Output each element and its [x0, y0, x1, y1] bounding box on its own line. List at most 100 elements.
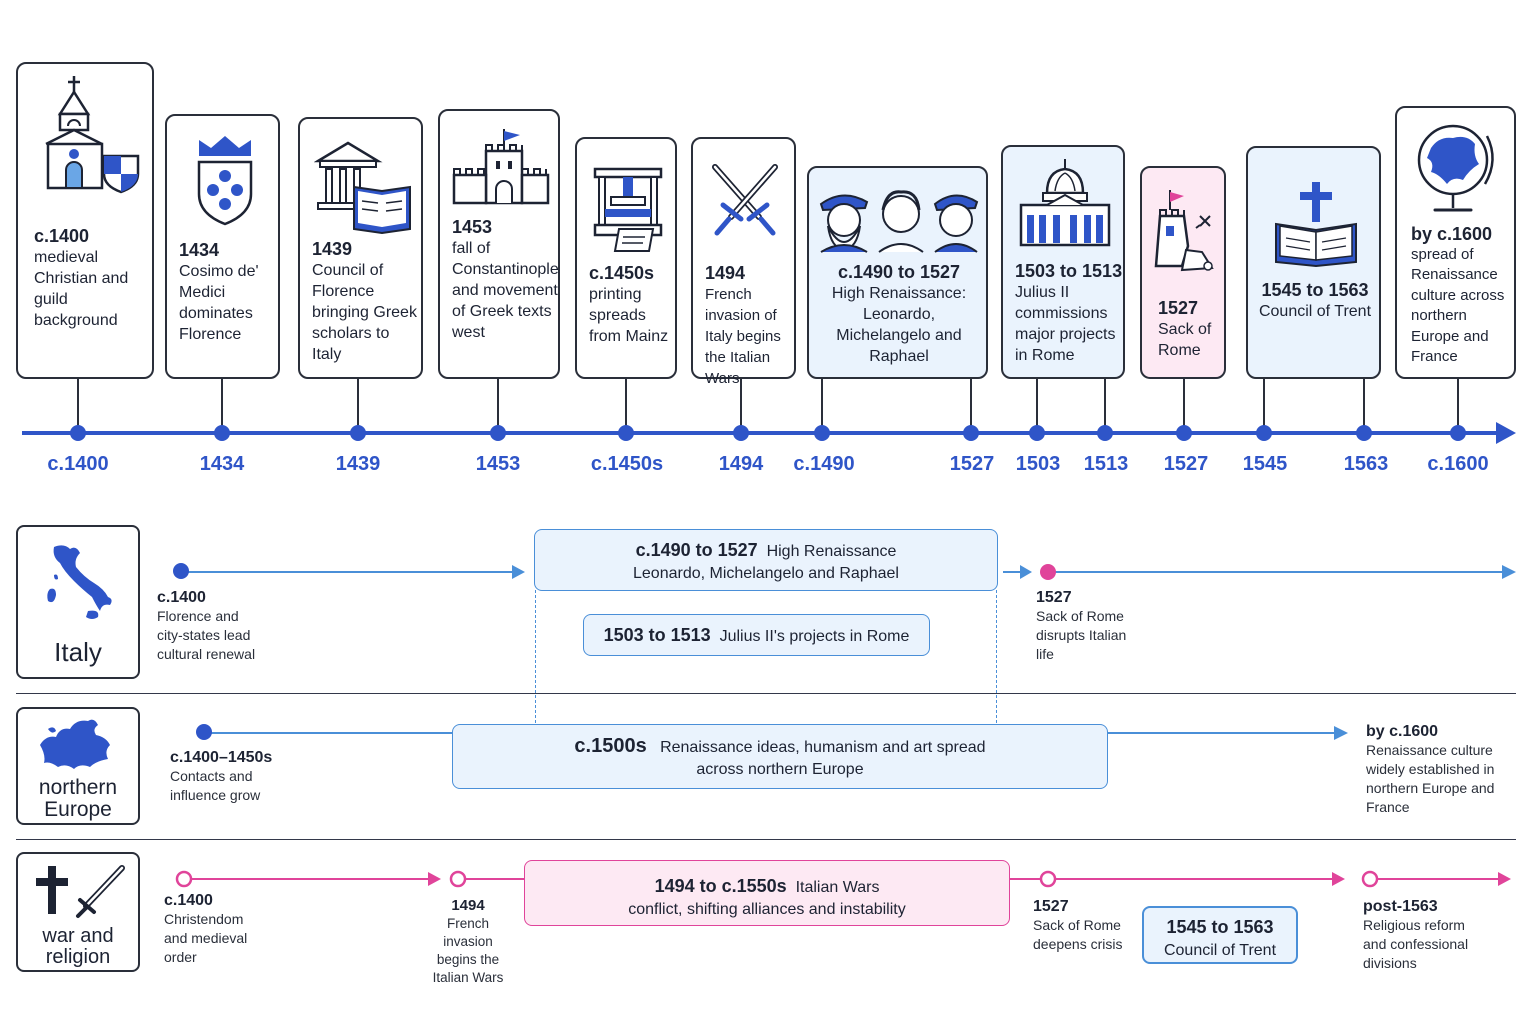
axis-dot — [1176, 425, 1192, 441]
connector — [821, 379, 823, 427]
event-card-c1600: by c.1600 spread of Renaissance culture … — [1395, 106, 1516, 379]
main-timeline-axis — [22, 422, 1516, 444]
st-peters-icon — [1019, 159, 1111, 247]
axis-label: 1434 — [199, 453, 245, 475]
event-card-1439: 1439 Council of Florence bringing Greek … — [298, 117, 423, 379]
event-text: by c.1600 spread of Renaissance culture … — [1411, 224, 1517, 368]
axis-dot — [963, 425, 979, 441]
axis-label: 1545 — [1242, 453, 1288, 475]
axis-dot — [1029, 425, 1045, 441]
event-text: 1434 Cosimo de' Medici dominates Florenc… — [179, 240, 277, 345]
event-card-1434: 1434 Cosimo de' Medici dominates Florenc… — [165, 114, 280, 379]
axis-label: 1563 — [1343, 453, 1389, 475]
war-1494-note: 1494 French invasion begins the Italian … — [432, 897, 504, 985]
axis-label: 1513 — [1083, 453, 1129, 475]
connector — [625, 379, 627, 427]
connector — [497, 379, 499, 427]
connector — [1457, 379, 1459, 427]
event-date: 1545 to 1563 — [1261, 280, 1369, 300]
event-date: 1453 — [452, 217, 493, 237]
axis-label: c.1600 — [1427, 453, 1489, 475]
axis-dot — [1256, 425, 1272, 441]
northern-spread-band: c.1500s Renaissance ideas, humanism and … — [452, 724, 1108, 789]
event-date: c.1490 to 1527 — [837, 262, 961, 282]
connector — [77, 379, 79, 427]
war-start-note: c.1400 Christendom and medieval order — [164, 892, 248, 965]
north-start-note: c.1400–1450s Contacts and influence grow — [170, 749, 273, 803]
event-text: 1545 to 1563 Council of Trent — [1254, 280, 1376, 322]
event-date: 1439 — [312, 239, 353, 259]
connector — [1263, 379, 1265, 427]
event-card-c1400: c.1400 medieval Christian and guild back… — [16, 62, 154, 379]
axis-label: 1503 — [1015, 453, 1061, 475]
lane-title: northern Europe — [38, 776, 118, 821]
war-end-note: post-1563 Religious reform and confessio… — [1363, 898, 1469, 971]
church-icon — [45, 76, 140, 194]
castle-icon — [452, 129, 550, 205]
europe-map-icon — [40, 719, 110, 769]
axis-dot — [618, 425, 634, 441]
event-card-sack-of-rome: 1527 Sack of Rome — [1140, 166, 1226, 379]
axis-dot — [70, 425, 86, 441]
event-text: 1527 Sack of Rome — [1158, 298, 1226, 361]
event-date: 1527 — [1158, 298, 1199, 318]
lane-label-italy: Italy — [16, 525, 140, 679]
italy-map-icon — [47, 545, 112, 619]
italy-start-note: c.1400 Florence and city-states lead cul… — [157, 589, 256, 662]
cross-sword-icon — [36, 865, 125, 918]
event-date: c.1400 — [34, 226, 90, 246]
lane-separator — [16, 839, 1516, 840]
temple-book-icon — [314, 141, 411, 235]
connector — [221, 379, 223, 427]
event-text: c.1490 to 1527 High Renaissance: Leonard… — [815, 262, 983, 367]
event-text: 1453 fall of Constantinople and movement… — [452, 217, 559, 341]
high-renaissance-guide — [535, 590, 997, 723]
axis-label: 1439 — [335, 453, 381, 475]
axis-label: 1527 — [1163, 453, 1209, 475]
event-card-julius: 1503 to 1513 Julius II commissions major… — [1001, 145, 1125, 379]
event-date: by c.1600 — [1411, 224, 1493, 244]
event-date: c.1450s — [589, 263, 655, 283]
event-card-1453: 1453 fall of Constantinople and movement… — [438, 109, 560, 379]
medici-shield-icon — [197, 136, 253, 226]
connector — [1036, 379, 1038, 427]
event-date: 1503 to 1513 — [1015, 261, 1123, 281]
axis-label: 1527 — [949, 453, 995, 475]
connector — [740, 379, 742, 427]
lane-separator — [16, 693, 1516, 694]
connector — [1363, 379, 1365, 427]
event-card-high-renaissance: c.1490 to 1527 High Renaissance: Leonard… — [807, 166, 988, 379]
north-end-note: by c.1600 Renaissance culture widely est… — [1366, 723, 1495, 815]
lane-title: Italy — [54, 637, 102, 667]
axis-label: c.1450s — [590, 453, 664, 475]
event-text: c.1400 medieval Christian and guild back… — [34, 226, 149, 331]
connector — [970, 379, 972, 427]
axis-dot — [733, 425, 749, 441]
axis-label: c.1400 — [47, 453, 109, 475]
high-renaissance-band: c.1490 to 1527 High Renaissance Leonardo… — [534, 529, 998, 591]
axis-dot — [814, 425, 830, 441]
event-date: 1494 — [705, 263, 746, 283]
axis-label: 1453 — [475, 453, 521, 475]
event-date: 1434 — [179, 240, 220, 260]
event-text: c.1450s printing spreads from Mainz — [589, 263, 677, 347]
ruined-tower-icon — [1154, 190, 1214, 272]
axis-label: 1494 — [718, 453, 764, 475]
connector — [1183, 379, 1185, 427]
axis-dot — [1097, 425, 1113, 441]
artists-portraits-icon — [819, 190, 979, 253]
printing-press-icon — [593, 167, 663, 252]
axis-dot — [490, 425, 506, 441]
italy-end-note: 1527 Sack of Rome disrupts Italian life — [1036, 589, 1127, 662]
event-card-1494: 1494 French invasion of Italy begins the… — [691, 137, 796, 387]
axis-dot — [1450, 425, 1466, 441]
axis-dot — [350, 425, 366, 441]
lane-title: war and religion — [42, 925, 114, 968]
globe-europe-icon — [1417, 124, 1494, 212]
italian-wars-band: 1494 to c.1550s Italian Wars conflict, s… — [524, 860, 1010, 926]
event-text: 1439 Council of Florence bringing Greek … — [312, 239, 422, 365]
lane-label-northern-europe: northern Europe — [16, 707, 140, 825]
axis-label: c.1490 — [793, 453, 855, 475]
crossed-swords-icon — [712, 164, 778, 236]
